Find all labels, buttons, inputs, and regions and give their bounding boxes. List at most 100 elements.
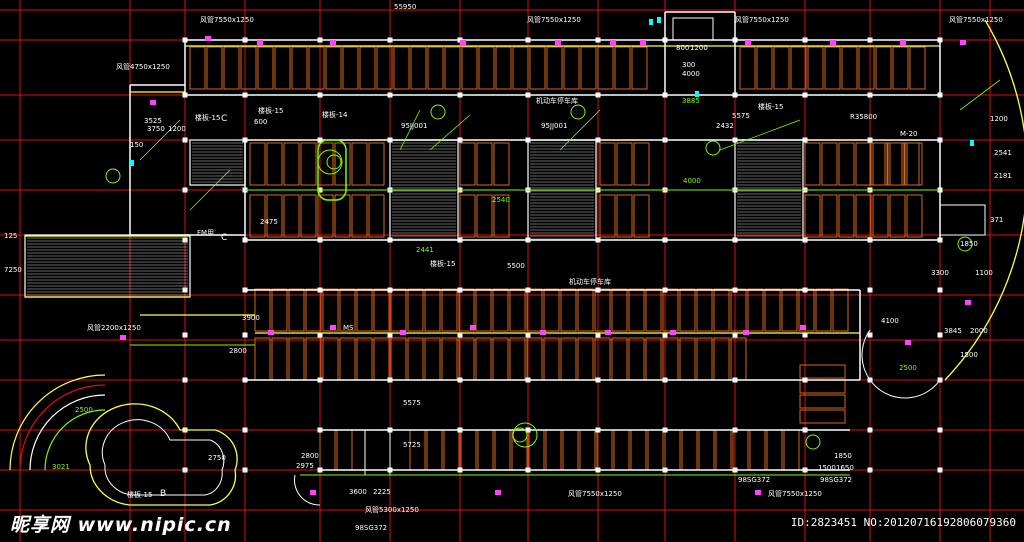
parking-stall [319,429,336,471]
column [182,467,188,473]
parking-stall [460,429,477,471]
tag-marker [800,325,806,330]
parking-stall [613,429,630,471]
column [242,37,248,43]
column [595,237,601,243]
column [937,37,943,43]
parking-stall [824,46,841,90]
parking-stall [376,46,393,90]
tag-marker [830,40,836,45]
parking-stall [906,194,923,238]
parking-stall [493,142,510,186]
column [937,332,943,338]
tag-marker [400,330,406,335]
parking-stall [799,394,846,409]
column [317,377,323,383]
dim: 3885 [682,97,700,105]
column [732,92,738,98]
section-mark: B [160,489,166,499]
parking-stall [441,337,458,381]
parking-stall [756,46,773,90]
column [595,332,601,338]
column [242,237,248,243]
tag-marker [965,300,971,305]
duct-label: 风管2200x1250 [87,323,141,332]
marker-circle [326,154,342,170]
parking-stall [351,142,368,186]
parking-stall [317,194,334,238]
section-label: 机动车停车库 [536,96,578,105]
parking-stall [390,337,407,381]
column [387,332,393,338]
column [595,467,601,473]
parking-stall [616,194,633,238]
parking-stall [579,429,596,471]
column [732,37,738,43]
parking-stall [869,142,886,186]
parking-stall [597,46,614,90]
cyan-marker [130,160,134,166]
parking-stall [274,46,291,90]
dim: 2500 [75,406,93,414]
parking-stall [254,337,271,381]
column [317,37,323,43]
column [457,467,463,473]
column [662,427,668,433]
column [802,37,808,43]
parking-stall [645,288,662,332]
parking-stall [368,194,385,238]
column [317,137,323,143]
tag-marker [330,40,336,45]
column [867,92,873,98]
parking-stall [664,429,681,471]
label-texts: 风管7550x1250 风管7550x1250 风管7550x1250 风管75… [87,15,1003,532]
parking-stall [459,142,476,186]
parking-stall [681,429,698,471]
beam-lines [25,45,1001,476]
tag-marker [257,40,263,45]
parking-stall [580,46,597,90]
tag-marker [268,330,274,335]
parking-stall [838,194,855,238]
duct-label: 风管7550x1250 [200,15,254,24]
column [525,377,531,383]
dim: 5725 [403,441,421,449]
dim: 2750 [208,454,226,462]
column [525,467,531,473]
leader-line [139,119,181,161]
column [457,237,463,243]
parking-stall [875,46,892,90]
parking-stall [336,429,353,471]
column [802,377,808,383]
dim: 1100 [975,269,993,277]
column [937,467,943,473]
marker-circle [805,434,821,450]
column [387,37,393,43]
column [662,332,668,338]
leader-line [719,119,801,151]
parking-stall [509,288,526,332]
parking-stall [257,46,274,90]
parking-stall [764,288,781,332]
parking-stall [410,46,427,90]
parking-stall [305,337,322,381]
parking-stall [545,429,562,471]
column [242,377,248,383]
column [802,467,808,473]
column [937,427,943,433]
tag-label: M-20 [900,130,917,138]
parking-stall [475,288,492,332]
tag-marker [743,330,749,335]
parking-stall [443,429,460,471]
dim: 3750 [147,125,165,133]
parking-stall [424,288,441,332]
column [937,137,943,143]
parking-stall [804,142,821,186]
dim: 1200 [990,115,1008,123]
column [182,332,188,338]
dim: 5575 [732,112,750,120]
parking-stall [790,46,807,90]
dim: 2475 [260,218,278,226]
tag-marker [640,40,646,45]
parking-stall [611,337,628,381]
